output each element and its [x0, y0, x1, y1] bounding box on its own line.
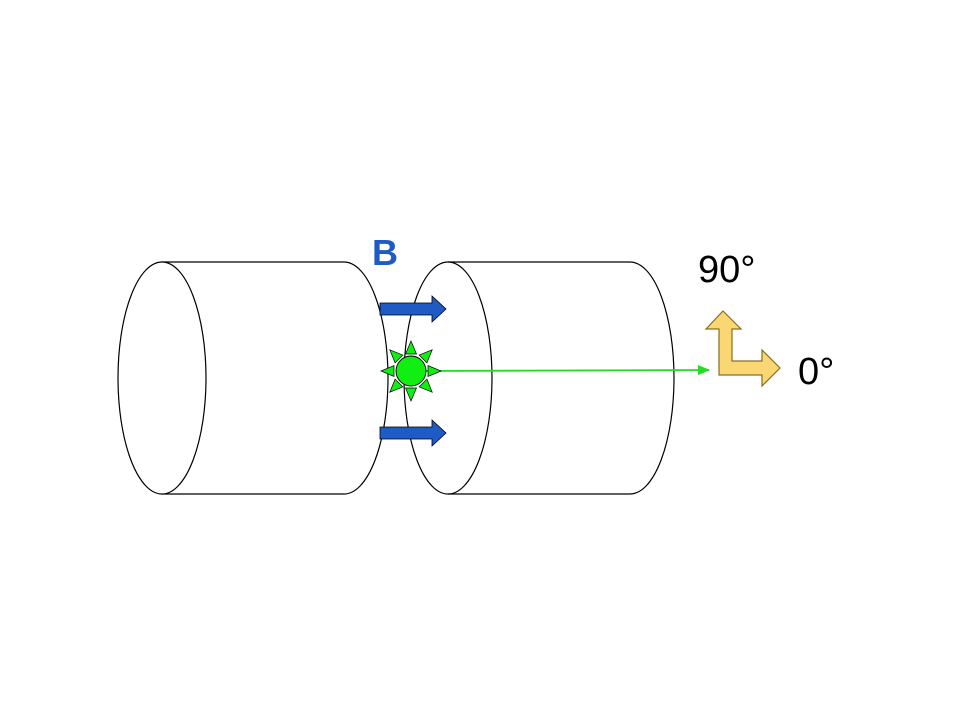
field-label: B	[372, 232, 398, 273]
field-arrow-bottom	[379, 419, 447, 447]
angle-90-label: 90°	[698, 249, 755, 291]
corner-arrow-icon	[704, 310, 781, 388]
sun-ray	[389, 349, 404, 364]
left-cylinder	[117, 261, 389, 495]
sun-ray	[427, 364, 442, 378]
sun-ray	[380, 364, 395, 378]
field-arrow-top	[379, 295, 447, 323]
angle-0-label: 0°	[798, 351, 834, 393]
sun-ray	[404, 340, 418, 355]
right-cylinder	[403, 261, 675, 495]
sun-ray	[389, 378, 404, 393]
sun-ray	[418, 349, 433, 364]
light-beam	[413, 365, 710, 376]
sun-ray	[404, 387, 418, 402]
sun-burst-icon	[380, 340, 442, 402]
sun-ray	[418, 378, 433, 393]
